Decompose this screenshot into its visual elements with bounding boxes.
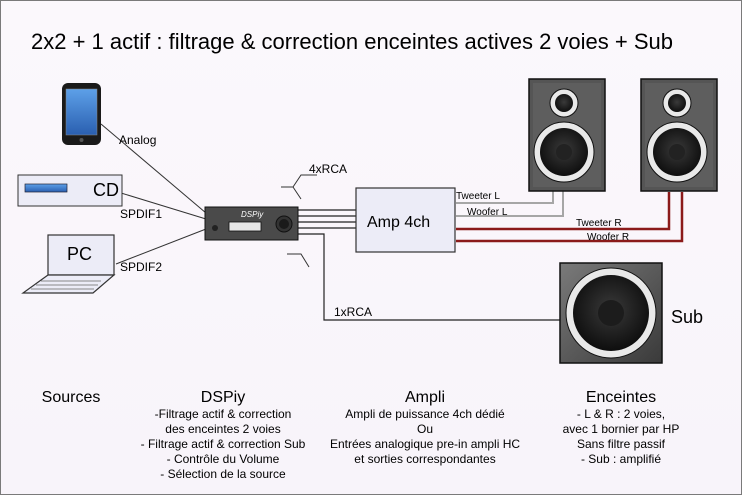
rca1-label: 1xRCA [334,305,372,319]
analog-cable [100,123,207,214]
right-speaker-cables [456,192,684,243]
laptop-icon [21,234,116,294]
diagram-title: 2x2 + 1 actif : filtrage & correction en… [31,29,673,54]
left-speaker-cables [456,191,564,217]
dspiy-line: - Contrôle du Volume [167,452,280,466]
subwoofer-icon [559,262,663,364]
amp-label: Amp 4ch [367,214,430,231]
enceintes-line: Sans filtre passif [577,437,666,451]
spdif2-cable [115,228,207,265]
sources-title: Sources [42,389,101,406]
dspiy-unit [204,206,299,241]
ampli-line: et sorties correspondantes [354,452,495,466]
pc-label: PC [67,244,92,264]
ampli-line: Ampli de puissance 4ch dédié [345,407,505,421]
tweeter-l-label: Tweeter L [456,191,500,202]
ampli-section: Ampli Ampli de puissance 4ch dédié Ou En… [330,389,520,466]
right-speaker-icon [640,78,718,192]
bandpass-filter-icon [281,174,317,200]
spdif2-label: SPDIF2 [120,260,162,274]
woofer-l-label: Woofer L [467,207,508,218]
sub-label: Sub [671,307,703,327]
rca1-cable [298,233,561,321]
spdif1-cable [120,192,207,220]
spdif1-label: SPDIF1 [120,207,162,221]
enceintes-title: Enceintes [586,389,656,406]
dspiy-line: -Filtrage actif & correction [155,407,292,421]
enceintes-section: Enceintes - L & R : 2 voies, avec 1 born… [563,389,680,466]
ampli-title: Ampli [405,389,445,406]
dspiy-line: des enceintes 2 voies [165,422,280,436]
lowpass-filter-icon [287,253,310,268]
enceintes-line: - L & R : 2 voies, [577,407,665,421]
left-speaker-icon [528,78,606,192]
enceintes-line: - Sub : amplifié [581,452,661,466]
dspiy-logo: DSPiy [241,210,264,219]
enceintes-line: avec 1 bornier par HP [563,422,680,436]
rca4-label: 4xRCA [309,162,347,176]
dspiy-line: - Filtrage actif & correction Sub [141,437,306,451]
tweeter-r-label: Tweeter R [576,218,622,229]
cd-label: CD [93,180,119,200]
dspiy-title: DSPiy [201,389,245,406]
analog-label: Analog [119,133,156,147]
cd-player-icon [17,174,123,207]
tablet-icon [62,83,101,145]
amp-box [355,187,456,253]
dspiy-line: - Sélection de la source [160,467,286,481]
ampli-line: Ou [417,422,433,436]
woofer-r-label: Woofer R [587,232,629,243]
rca4-cables [298,209,356,229]
ampli-line: Entrées analogique pre-in ampli HC [330,437,520,451]
dspiy-section: DSPiy -Filtrage actif & correction des e… [141,389,306,481]
